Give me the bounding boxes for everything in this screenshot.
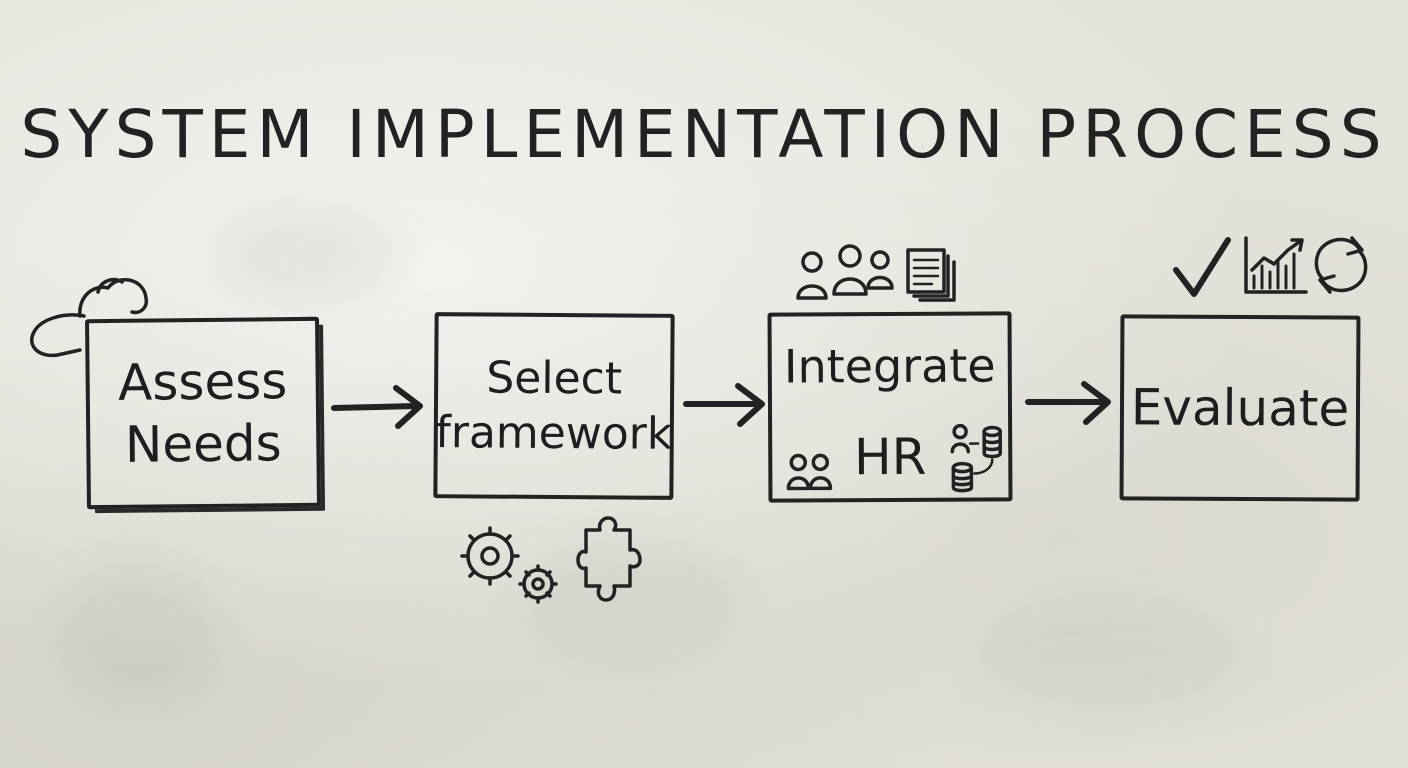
step-label: Assess Needs (117, 351, 288, 474)
person-database-icon (950, 423, 1002, 493)
gears-icon (460, 526, 558, 604)
people-pair-icon (786, 453, 833, 491)
people-group-icon (796, 244, 894, 300)
bar-chart-icon (1244, 236, 1308, 294)
step-assess-needs[interactable]: Assess Needs (85, 316, 321, 510)
step-label: Select framework (435, 352, 673, 460)
arrow-right-icon (331, 385, 423, 429)
checkmark-icon (1173, 237, 1231, 297)
refresh-cycle-icon (1314, 236, 1368, 294)
puzzle-piece-icon (576, 516, 642, 602)
arrow-right-icon (1025, 381, 1111, 425)
step-label-top: Integrate (783, 338, 996, 394)
arrow-right-icon (683, 383, 765, 427)
step-label: Evaluate (1130, 378, 1350, 438)
step-evaluate[interactable]: Evaluate (1119, 314, 1361, 502)
diagram-title: SYSTEM IMPLEMENTATION PROCESS (20, 96, 1388, 173)
step-integrate-hr[interactable]: Integrate HR (767, 311, 1013, 503)
documents-icon (906, 248, 956, 302)
cloud-icon (30, 277, 149, 358)
step-select-framework[interactable]: Select framework (433, 312, 675, 500)
